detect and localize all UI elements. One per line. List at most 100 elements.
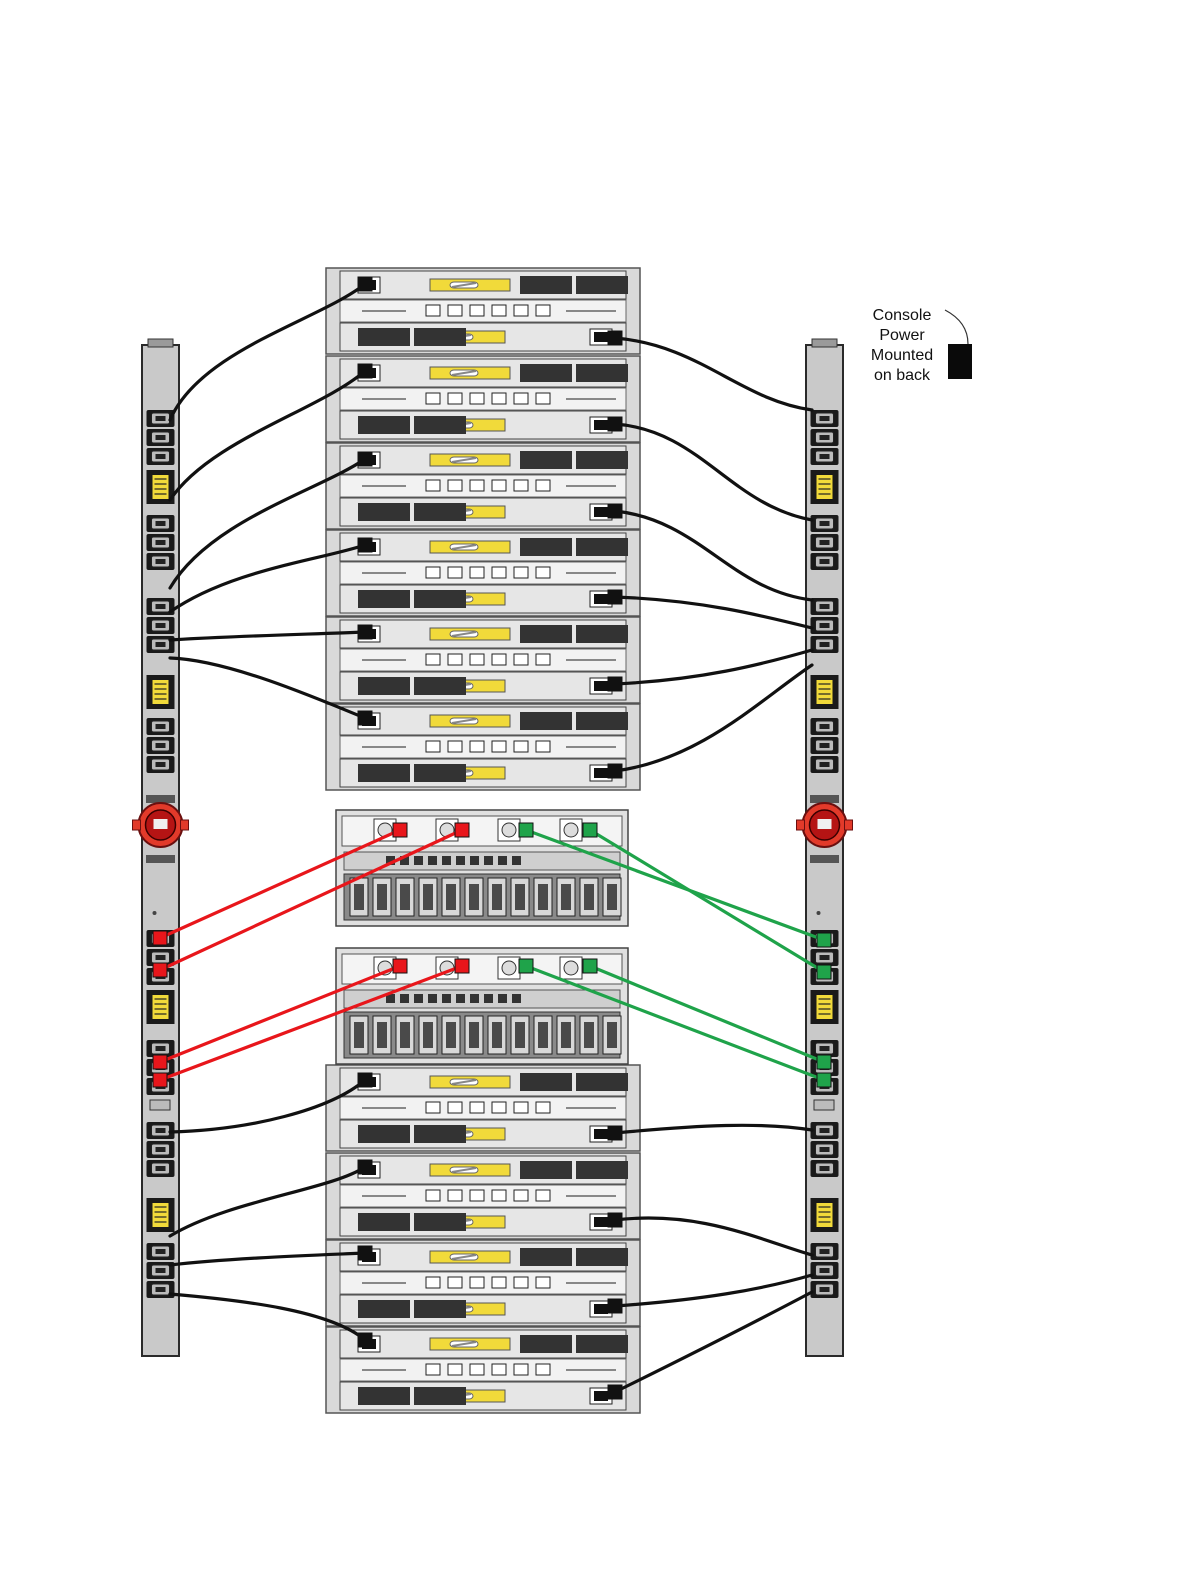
shelf-blank-panel [520, 276, 572, 294]
pdu-outlet-pins [820, 623, 830, 628]
controller-io-port [442, 994, 451, 1003]
pdu-clip [150, 1100, 170, 1110]
shelf-io-port [492, 567, 506, 578]
pdu-outlet-pins [156, 521, 166, 526]
power-plug [608, 417, 622, 431]
controller-io-port [498, 994, 507, 1003]
controller-io-port [428, 856, 437, 865]
pdu-outlet-pins [156, 454, 166, 459]
shelf-blank-panel [414, 1125, 466, 1143]
power-plug [358, 1160, 372, 1174]
power-plug [455, 959, 469, 973]
pdu-outlet-pins [156, 642, 166, 647]
power-plug [358, 1333, 372, 1347]
controller-io-panel [344, 990, 620, 1008]
shelf-io-port [426, 741, 440, 752]
storage-shelf [326, 704, 640, 790]
controller-io-port [498, 856, 507, 865]
shelf-io-port [448, 741, 462, 752]
pdu-outlet-pins [156, 1287, 166, 1292]
shelf-blank-panel [576, 1161, 628, 1179]
power-plug [358, 625, 372, 639]
storage-shelf [326, 443, 640, 529]
shelf-io-port [448, 305, 462, 316]
shelf-io-port [448, 1364, 462, 1375]
shelf-io-port [536, 1277, 550, 1288]
shelf-blank-panel [576, 1248, 628, 1266]
pdu-outlet-pins [820, 435, 830, 440]
shelf-io-port [514, 393, 528, 404]
shelf-io-port [492, 654, 506, 665]
shelf-io-port [470, 654, 484, 665]
controller-card-port [561, 1022, 571, 1048]
power-plug [153, 963, 167, 977]
power-plug [393, 823, 407, 837]
controller-io-port [456, 856, 465, 865]
power-cable [615, 650, 812, 684]
controller-io-panel [344, 852, 620, 870]
shelf-io-port [536, 741, 550, 752]
pdu-divider [810, 855, 839, 863]
controller-fan-grille [502, 823, 516, 837]
controller-fan-grille [502, 961, 516, 975]
power-plug [583, 959, 597, 973]
power-plug [608, 1299, 622, 1313]
shelf-power-inlet [594, 681, 608, 691]
shelf-io-port [536, 305, 550, 316]
shelf-blank-panel [358, 328, 410, 346]
console-label-line-2: Power [858, 326, 946, 346]
shelf-io-port [514, 654, 528, 665]
pdu-outlet-pins [820, 1287, 830, 1292]
controller-card-port [354, 884, 364, 910]
pdu-outlet-pins [156, 1166, 166, 1171]
controller-card-port [446, 1022, 456, 1048]
power-cable [615, 1218, 812, 1255]
controller-card-port [584, 884, 594, 910]
console-label-line-1: Console [858, 306, 946, 326]
controller-io-port [400, 994, 409, 1003]
controller-io-port [428, 994, 437, 1003]
power-plug [358, 1073, 372, 1087]
shelf-io-port [514, 1190, 528, 1201]
shelf-io-port [448, 1277, 462, 1288]
pdu-top-cap [812, 339, 837, 347]
controller-fan-grille [564, 961, 578, 975]
controller-card-port [607, 1022, 617, 1048]
shelf-io-port [514, 480, 528, 491]
power-cable [615, 511, 812, 600]
power-plug [608, 331, 622, 345]
power-cable [615, 424, 812, 520]
shelf-blank-panel [414, 1300, 466, 1318]
shelf-io-port [426, 393, 440, 404]
shelf-blank-panel [576, 364, 628, 382]
pdu-outlet-pins [156, 762, 166, 767]
pdu-screw [153, 911, 157, 915]
shelf-io-port [426, 1190, 440, 1201]
power-plug [608, 677, 622, 691]
controller-io-port [414, 856, 423, 865]
shelf-io-port [426, 1102, 440, 1113]
pdu-outlet-pins [156, 623, 166, 628]
shelf-blank-panel [414, 328, 466, 346]
shelf-io-port [470, 741, 484, 752]
controller-card-port [377, 1022, 387, 1048]
pdu-outlet-pins [820, 762, 830, 767]
shelf-blank-panel [358, 503, 410, 521]
shelf-blank-panel [414, 1387, 466, 1405]
power-plug [358, 1246, 372, 1260]
shelf-io-port [514, 741, 528, 752]
controller-io-port [470, 994, 479, 1003]
shelf-io-port [448, 1102, 462, 1113]
controller-card-port [469, 1022, 479, 1048]
shelf-power-inlet [594, 507, 608, 517]
shelf-blank-panel [358, 1300, 410, 1318]
pdu-outlet-pins [156, 1268, 166, 1273]
pdu-outlet-pins [156, 1147, 166, 1152]
pdu-outlet-pins [820, 1046, 830, 1051]
controller-card-port [538, 884, 548, 910]
shelf-io-port [426, 1277, 440, 1288]
shelf-io-port [492, 480, 506, 491]
pdu-outlet-pins [820, 1249, 830, 1254]
pdu-outlet-pins [820, 540, 830, 545]
